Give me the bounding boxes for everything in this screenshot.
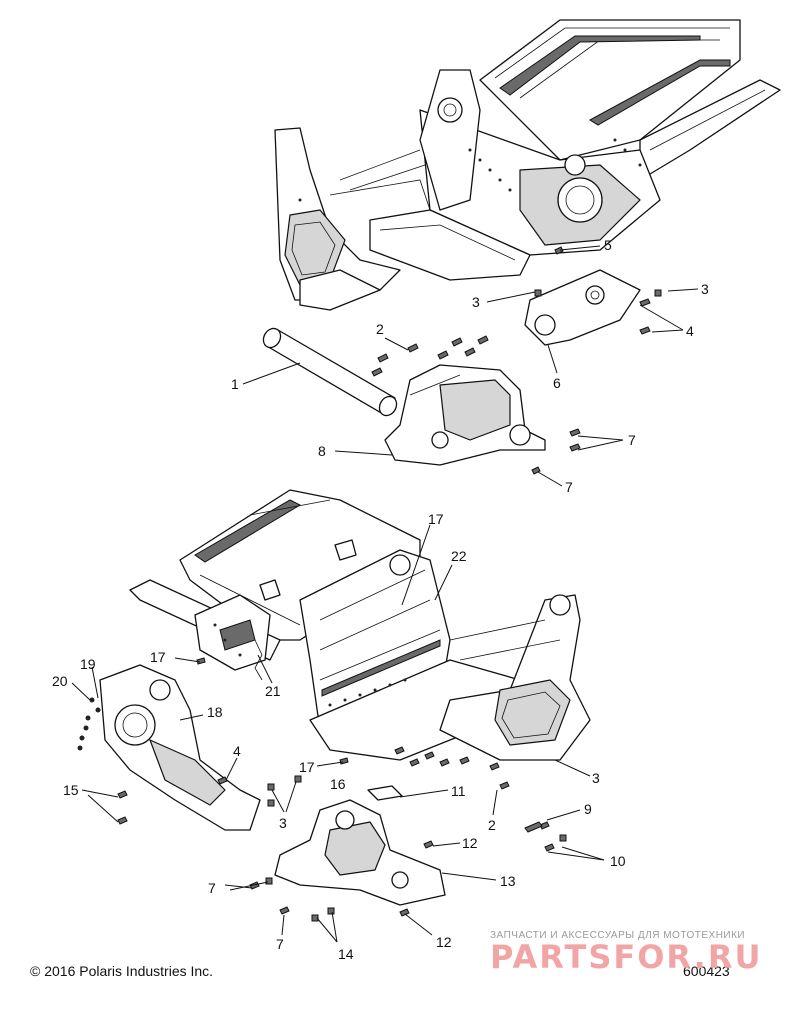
part-18-chaincase [99, 664, 261, 831]
lower-chassis [129, 489, 591, 761]
callout-1: 1 [231, 376, 239, 392]
watermark-brand: PARTSFOR.RU [490, 938, 762, 976]
upper-fasteners [371, 246, 662, 475]
part-13-bracket [274, 799, 446, 906]
part-1-tube [262, 327, 398, 417]
callout-13: 13 [500, 873, 516, 889]
upper-chassis [274, 19, 781, 311]
leader-lines [71, 245, 699, 943]
part-11-bracket [367, 785, 403, 801]
callout-17: 17 [428, 511, 444, 527]
callout-18: 18 [207, 704, 223, 720]
part-8-bracket [384, 364, 546, 466]
callout-21: 21 [265, 683, 281, 699]
callout-11: 11 [451, 783, 466, 799]
callout-7: 7 [208, 880, 216, 896]
callout-7: 7 [565, 479, 573, 495]
callout-2: 2 [376, 321, 384, 337]
callout-3: 3 [279, 815, 287, 831]
diagram-number: 600423 [683, 963, 730, 979]
part-6-bracket [524, 269, 641, 346]
callout-17: 17 [299, 759, 315, 775]
callout-12: 12 [462, 835, 478, 851]
lower-fasteners [77, 639, 567, 922]
callout-10: 10 [610, 853, 626, 869]
callout-12: 12 [436, 934, 452, 950]
callout-8: 8 [318, 443, 326, 459]
callout-2: 2 [488, 817, 496, 833]
callout-3: 3 [592, 770, 600, 786]
callout-numbers: 5 3 3 4 2 1 6 7 8 7 17 22 17 21 19 20 18… [52, 237, 709, 962]
callout-7: 7 [628, 432, 636, 448]
callout-5: 5 [604, 237, 612, 253]
callout-14: 14 [338, 946, 354, 962]
callout-16: 16 [330, 776, 346, 792]
callout-15: 15 [63, 782, 79, 798]
callout-20: 20 [52, 673, 68, 689]
callout-6: 6 [553, 375, 561, 391]
callout-19: 19 [80, 656, 96, 672]
callout-4: 4 [686, 323, 694, 339]
callout-17: 17 [150, 649, 166, 665]
callout-3: 3 [472, 294, 480, 310]
watermark-tagline: ЗАПЧАСТИ И АКСЕССУАРЫ ДЛЯ МОТОТЕХНИКИ [490, 930, 745, 941]
copyright-text: © 2016 Polaris Industries Inc. [30, 963, 213, 979]
callout-22: 22 [451, 548, 467, 564]
callout-9: 9 [584, 801, 592, 817]
callout-4: 4 [233, 743, 241, 759]
callout-7: 7 [276, 936, 284, 952]
callout-3: 3 [701, 281, 709, 297]
